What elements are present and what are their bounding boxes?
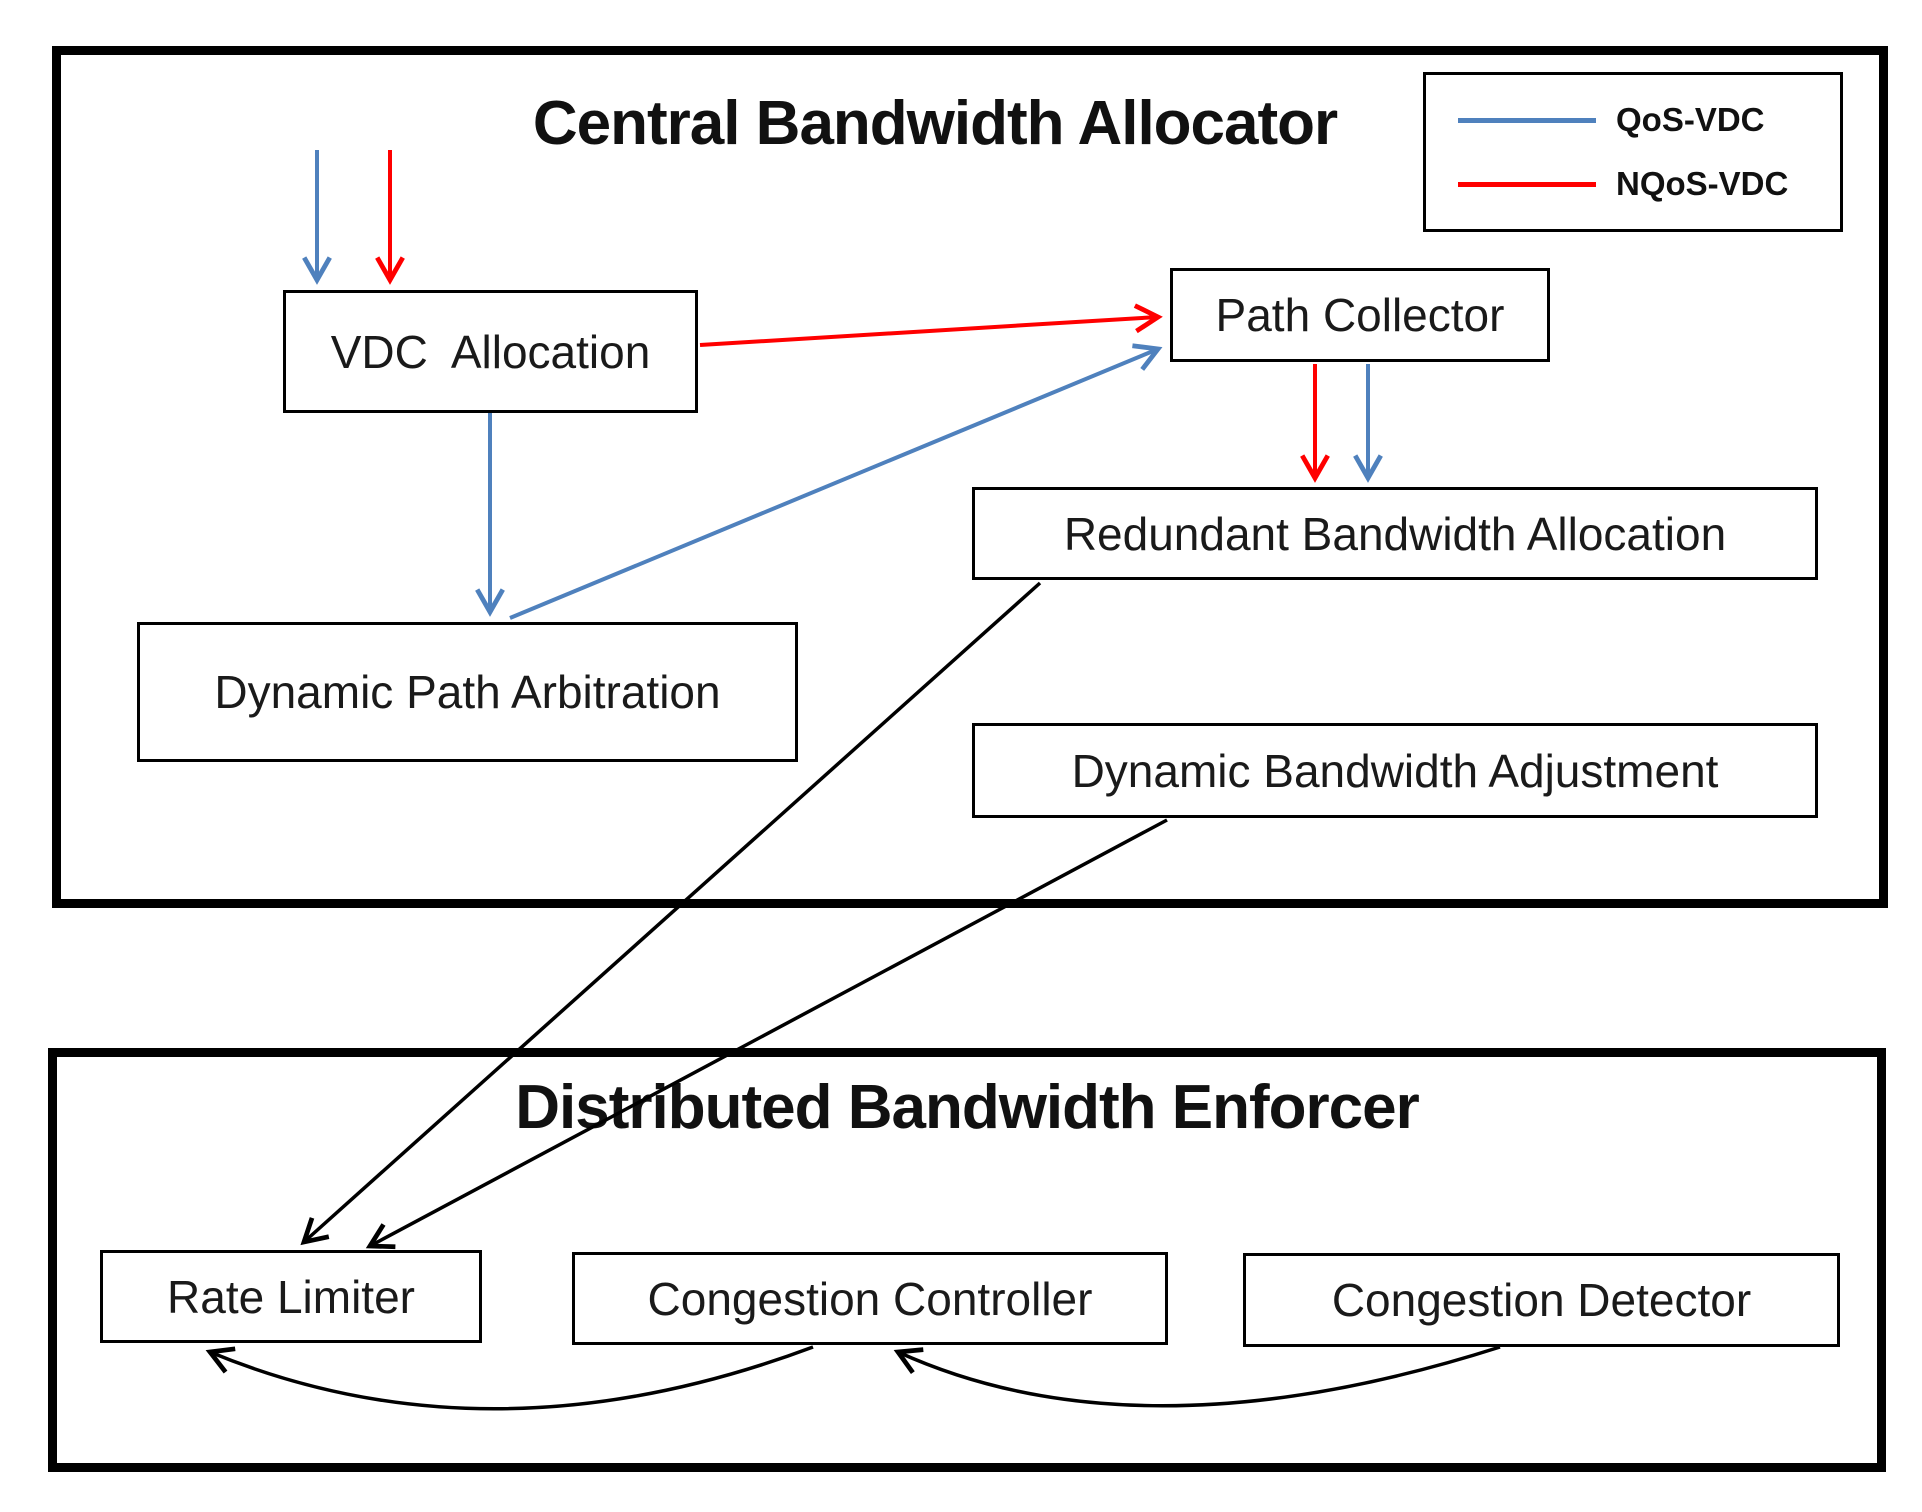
node-congestion-controller: Congestion Controller: [572, 1252, 1168, 1345]
central-allocator-title: Central Bandwidth Allocator: [532, 89, 1338, 158]
legend-label-qos: QoS-VDC: [1616, 101, 1765, 138]
legend: QoS-VDC NQoS-VDC: [1423, 72, 1843, 232]
qos-vdc-line-swatch: [1458, 117, 1596, 123]
node-vdc-allocation: VDC Allocation: [283, 290, 698, 413]
node-path-collector: Path Collector: [1170, 268, 1550, 362]
node-redundant-bandwidth-allocation: Redundant Bandwidth Allocation: [972, 487, 1818, 580]
legend-row-nqos: NQoS-VDC: [1426, 165, 1840, 203]
node-congestion-detector: Congestion Detector: [1243, 1253, 1840, 1347]
nqos-vdc-line-swatch: [1458, 181, 1596, 187]
node-dynamic-path-arbitration: Dynamic Path Arbitration: [137, 622, 798, 762]
legend-row-qos: QoS-VDC: [1426, 101, 1840, 139]
node-rate-limiter: Rate Limiter: [100, 1250, 482, 1343]
legend-label-nqos: NQoS-VDC: [1616, 165, 1789, 202]
distributed-enforcer-title: Distributed Bandwidth Enforcer: [515, 1073, 1419, 1142]
node-dynamic-bandwidth-adjustment: Dynamic Bandwidth Adjustment: [972, 723, 1818, 818]
